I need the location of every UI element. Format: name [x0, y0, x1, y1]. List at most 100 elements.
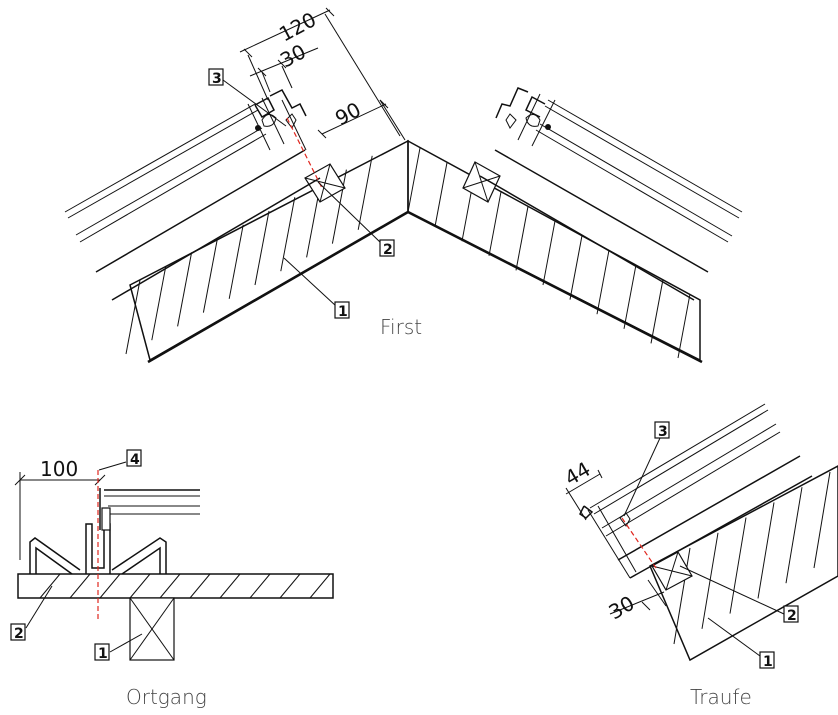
tag-ortgang-2: 2	[14, 626, 24, 642]
hatch-line	[151, 266, 167, 341]
tag-traufe-1: 1	[763, 654, 773, 670]
tag-traufe-2: 2	[787, 608, 797, 624]
hatch-line	[309, 573, 331, 599]
tag-box-2	[379, 239, 395, 257]
hatch-line	[785, 487, 803, 584]
hatch-line	[228, 224, 244, 299]
right-underside	[407, 210, 703, 364]
tag-box-1	[334, 301, 350, 319]
tag-box-ortgang-1	[94, 643, 110, 661]
tag-box-traufe-3	[654, 421, 670, 439]
tag-box-traufe-1	[759, 651, 775, 669]
hatch-line	[623, 264, 637, 329]
hatch-line	[757, 502, 775, 599]
tag-first-3: 3	[212, 71, 222, 87]
left-rafter-hatch	[125, 155, 373, 355]
hatch-line	[488, 191, 502, 256]
hatch-line	[542, 220, 556, 286]
hatch-line	[515, 206, 529, 271]
ortgang-slab-hatch	[39, 573, 331, 599]
hatch-line	[69, 573, 91, 599]
hatch-line	[569, 235, 583, 300]
dim-44	[565, 469, 603, 521]
hatch-line	[189, 573, 211, 599]
left-batten	[304, 163, 346, 203]
traufe-red-axis	[621, 517, 657, 569]
hatch-line	[357, 155, 373, 230]
hatch-line	[434, 162, 448, 227]
hatch-line	[813, 471, 831, 569]
left-panel-layers	[64, 97, 321, 301]
hatch-line	[280, 197, 296, 272]
tag-box-ortgang-2	[10, 623, 26, 641]
hatch-line	[39, 573, 61, 599]
caption-first: First	[380, 315, 422, 339]
hatch-line	[677, 293, 691, 359]
first-red-axis	[286, 117, 323, 189]
ortgang-detail: 100 4 2 1 Ortgang	[10, 449, 334, 709]
hatch-line	[596, 250, 610, 315]
first-detail: 120 30 90 3 2 1 First	[64, 7, 743, 364]
dim-30	[249, 47, 319, 93]
traufe-rafter-hatch	[673, 471, 831, 645]
leader-traufe-1	[707, 617, 761, 657]
hatch-line	[125, 279, 141, 355]
tag-box-4	[126, 449, 142, 467]
caption-traufe: Traufe	[690, 685, 752, 709]
leader-ortgang-2	[25, 585, 53, 629]
leader-traufe-3	[623, 437, 661, 517]
left-underside	[147, 210, 409, 364]
traufe-detail: 44 30 3 2 1 Traufe	[561, 403, 838, 709]
dim-label-100: 100	[40, 457, 78, 481]
leader-2	[317, 181, 383, 245]
hatch-line	[129, 573, 151, 599]
hatch-line	[219, 573, 241, 599]
leader-4	[98, 461, 127, 471]
right-batten	[462, 161, 501, 203]
dim-100	[14, 472, 106, 560]
hatch-line	[99, 573, 121, 599]
tag-ortgang-1: 1	[98, 646, 108, 662]
tag-box-3	[208, 68, 224, 86]
dim-label-traufe-30: 30	[605, 591, 639, 625]
tag-ortgang-4: 4	[130, 452, 140, 468]
hatch-line	[673, 547, 691, 645]
leader-3	[222, 79, 287, 127]
dim-label-90: 90	[331, 97, 365, 130]
tag-first-1: 1	[338, 304, 348, 320]
right-rafter	[407, 139, 701, 362]
hatch-line	[279, 573, 301, 599]
hatch-line	[650, 279, 664, 344]
tag-first-2: 2	[383, 242, 393, 258]
leader-traufe-2	[679, 565, 785, 615]
traufe-eaves-fitting	[579, 505, 631, 527]
right-panel-layers	[479, 93, 743, 301]
ortgang-profile	[29, 488, 200, 575]
caption-ortgang: Ortgang	[126, 685, 207, 709]
hatch-line	[202, 238, 218, 313]
hatch-line	[331, 169, 347, 244]
hatch-line	[407, 147, 421, 213]
left-rafter	[129, 139, 409, 362]
leader-1	[283, 257, 337, 307]
tag-box-traufe-2	[783, 605, 799, 623]
hatch-line	[701, 532, 719, 629]
hatch-line	[177, 252, 193, 327]
dim-label-30: 30	[276, 39, 310, 72]
right-rafter-hatch	[407, 147, 691, 359]
hatch-line	[254, 210, 270, 286]
traufe-panel-layers	[587, 403, 813, 579]
leader-ortgang-1	[109, 633, 143, 653]
ortgang-slab	[17, 573, 334, 599]
hatch-line	[729, 517, 747, 614]
dim-label-44: 44	[561, 457, 595, 491]
tag-traufe-3: 3	[658, 424, 668, 440]
ortgang-beam	[129, 597, 175, 661]
right-ridge-fitting	[495, 87, 551, 130]
dim-120	[239, 7, 401, 137]
hatch-line	[249, 573, 271, 599]
dim-traufe-30	[609, 579, 667, 615]
left-ridge-fitting	[254, 89, 307, 151]
dim-90	[317, 99, 406, 141]
hatch-line	[159, 573, 181, 599]
